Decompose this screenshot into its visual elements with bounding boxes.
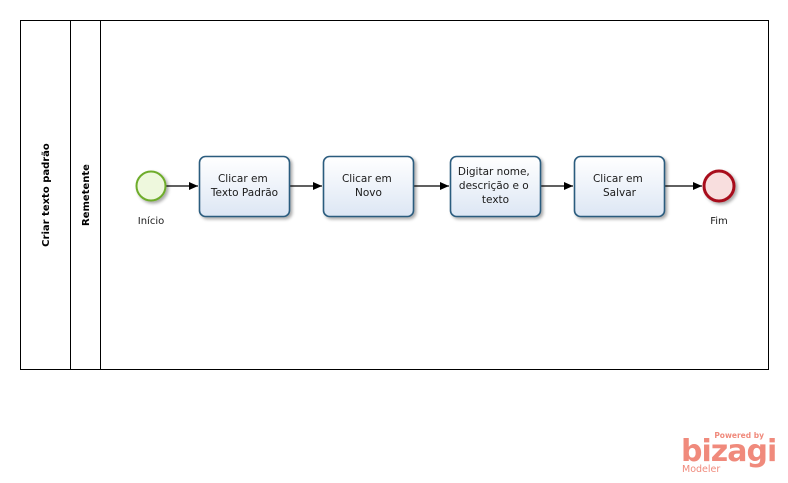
end-event[interactable]: Fim: [702, 169, 736, 227]
watermark-product: Modeler: [682, 464, 720, 475]
task-label-line: Salvar: [603, 187, 637, 199]
task-clicar-texto-padrao[interactable]: Clicar em Texto Padrão: [198, 155, 291, 218]
task-label: Digitar nome, descrição e o texto: [458, 166, 533, 206]
task-label-line: Clicar em: [218, 173, 268, 185]
watermark-powered-by: Powered by: [714, 431, 764, 440]
task-box: [449, 155, 542, 218]
task-label-line: Novo: [355, 187, 382, 199]
end-event-label: Fim: [710, 216, 728, 227]
task-box: [198, 155, 291, 218]
task-clicar-novo[interactable]: Clicar em Novo: [322, 155, 415, 218]
start-event-circle: [135, 170, 167, 202]
task-digitar-nome-descricao-texto[interactable]: Digitar nome, descrição e o texto: [449, 155, 542, 218]
task-box: [322, 155, 415, 218]
task-clicar-salvar[interactable]: Clicar em Salvar: [573, 155, 666, 218]
task-label-line: Clicar em: [593, 173, 643, 185]
start-event[interactable]: Início: [135, 170, 167, 228]
start-event-label: Início: [138, 215, 164, 227]
task-label: Clicar em Novo: [342, 173, 395, 199]
task-label: Clicar em Salvar: [593, 173, 646, 199]
task-box: [573, 155, 666, 218]
task-label-line: descrição e o: [459, 180, 529, 192]
end-event-circle: [702, 169, 736, 203]
task-label: Clicar em Texto Padrão: [210, 173, 278, 199]
task-label-line: Clicar em: [342, 173, 392, 185]
task-label-line: Texto Padrão: [210, 187, 278, 199]
lane-label: Remetente: [81, 164, 92, 226]
bizagi-watermark: Powered by bizagi Modeler: [681, 431, 777, 475]
pool-label: Criar texto padrão: [41, 143, 52, 247]
task-label-line: Digitar nome,: [458, 166, 530, 178]
watermark-brand: bizagi: [681, 434, 776, 469]
lane-remetente[interactable]: Remetente: [81, 20, 101, 370]
task-label-line: texto: [482, 194, 509, 206]
